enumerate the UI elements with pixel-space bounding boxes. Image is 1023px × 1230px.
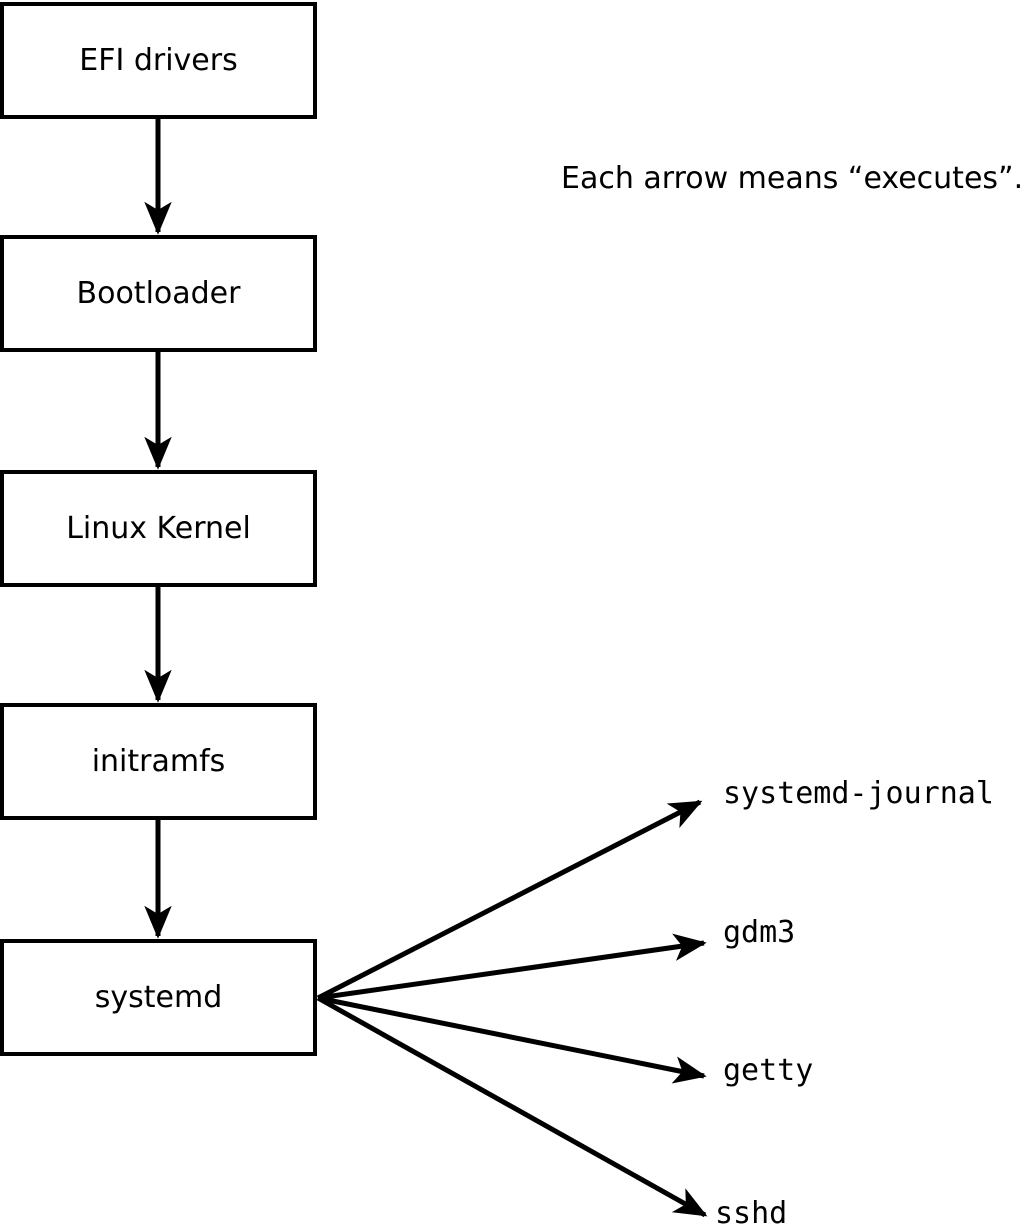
arrow-systemd-to-getty: [317, 995, 707, 1084]
node-linux-kernel: Linux Kernel: [0, 470, 317, 587]
target-systemd-journal: systemd-journal: [723, 776, 994, 811]
arrow-systemd-to-journal: [316, 799, 703, 1001]
node-systemd: systemd: [0, 939, 317, 1056]
node-efi-drivers-label: EFI drivers: [79, 42, 238, 78]
node-bootloader-label: Bootloader: [76, 275, 241, 311]
arrow-meaning-note: Each arrow means “executes”.: [561, 161, 1023, 196]
node-efi-drivers: EFI drivers: [0, 2, 317, 119]
target-getty: getty: [723, 1053, 814, 1088]
arrow-systemd-to-sshd: [316, 995, 708, 1218]
target-gdm3: gdm3: [723, 915, 796, 950]
node-initramfs: initramfs: [0, 703, 317, 820]
target-sshd: sshd: [715, 1196, 788, 1230]
node-systemd-label: systemd: [94, 979, 223, 1015]
arrow-systemd-to-gdm3: [317, 933, 707, 1001]
node-bootloader: Bootloader: [0, 235, 317, 352]
node-initramfs-label: initramfs: [91, 743, 226, 779]
node-linux-kernel-label: Linux Kernel: [66, 510, 251, 546]
